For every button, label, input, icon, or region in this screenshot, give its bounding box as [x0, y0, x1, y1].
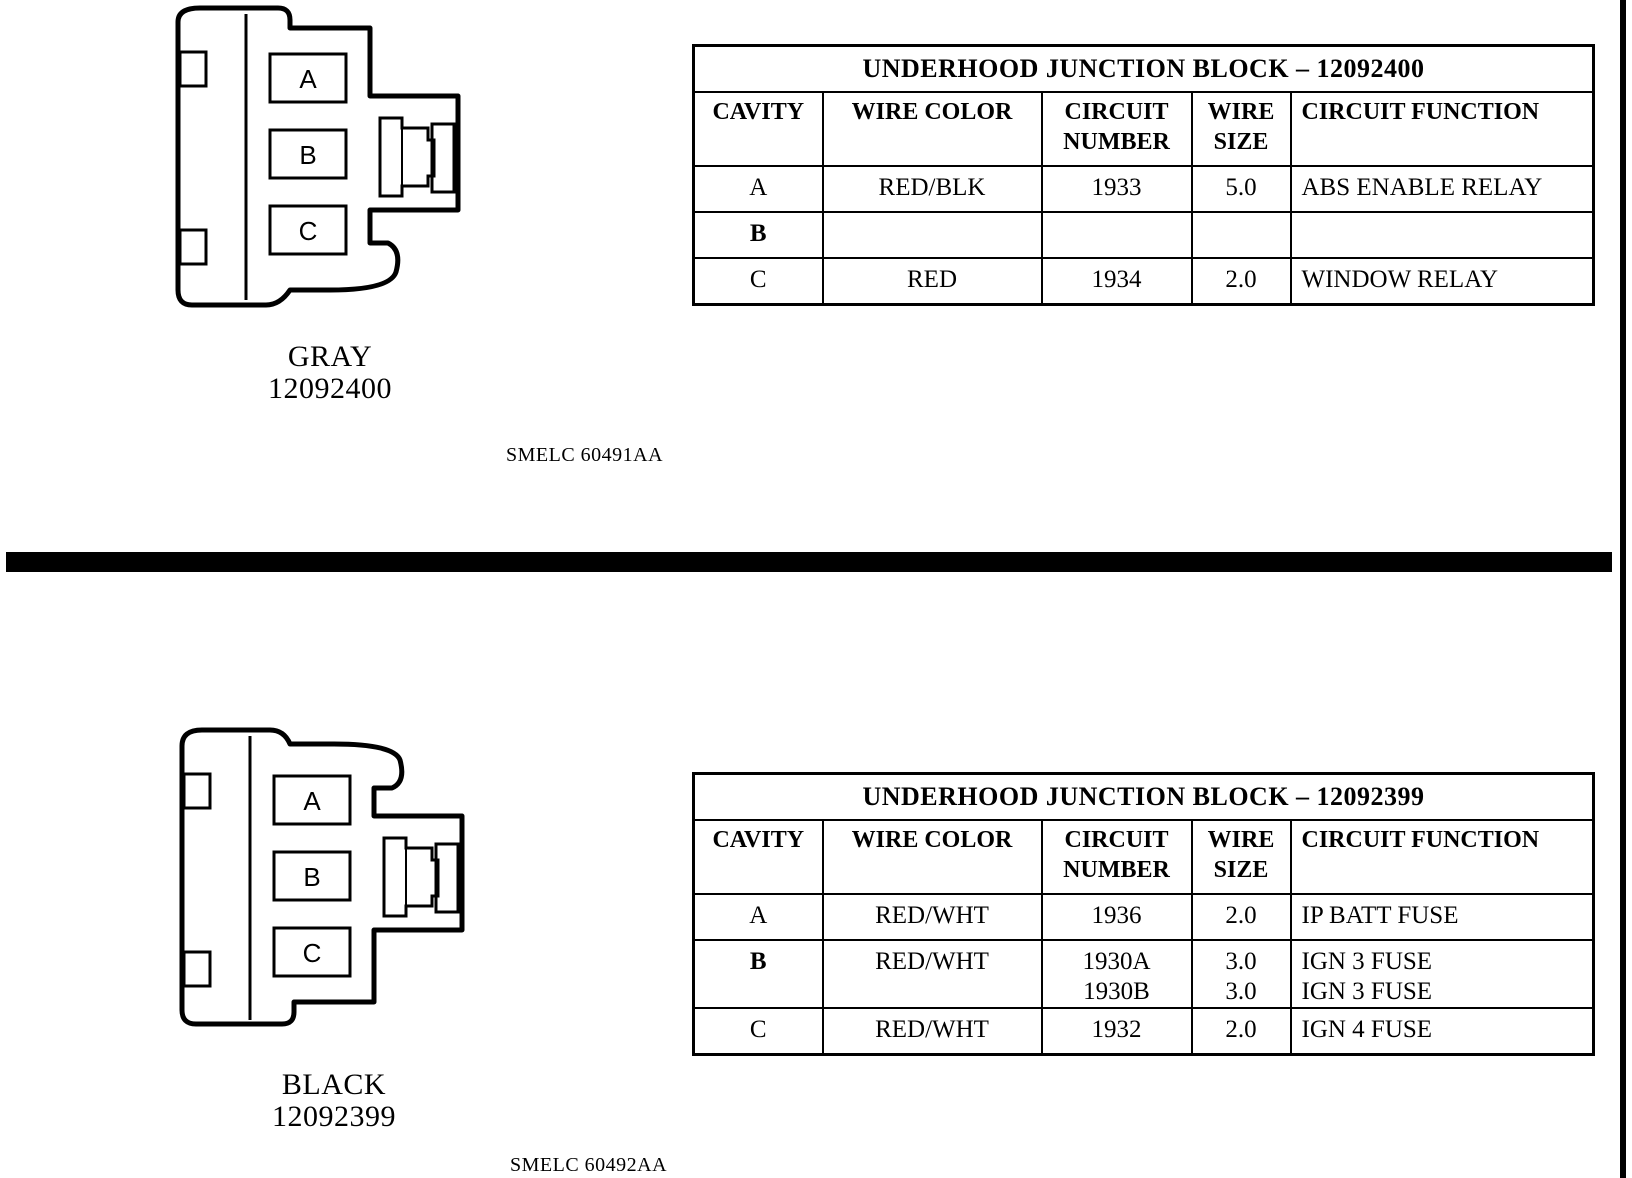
header-circuit-number-line2: NUMBER	[1063, 857, 1170, 883]
cell-wire-color	[821, 211, 1043, 259]
connector-part-number: 12092400	[268, 372, 392, 405]
cell-circuit-function: ABS ENABLE RELAY	[1289, 165, 1595, 213]
cavity-label-c: C	[299, 216, 318, 246]
header-wire-size-line1: WIRE	[1207, 99, 1275, 125]
pinout-table-gray: UNDERHOOD JUNCTION BLOCK – 12092400 CAVI…	[692, 44, 1596, 306]
cavity-label-a: A	[299, 64, 317, 94]
header-wire-color: WIRE COLOR	[821, 91, 1043, 167]
cell-circuit-function: WINDOW RELAY	[1289, 257, 1595, 306]
header-circuit-function: CIRCUIT FUNCTION	[1289, 819, 1595, 895]
cell-wire-size: 2.0	[1190, 257, 1292, 306]
header-circuit-number: CIRCUIT NUMBER	[1040, 91, 1193, 167]
cavity-label-c: C	[303, 938, 322, 968]
cell-circuit-number-line1: 1930A	[1082, 948, 1151, 975]
cavity-label-b: B	[303, 862, 320, 892]
header-circuit-number-line1: CIRCUIT	[1064, 827, 1169, 853]
cell-cavity: A	[692, 165, 824, 213]
cavity-box-a	[272, 774, 352, 826]
cell-cavity-text: B	[749, 220, 767, 247]
connector-face-diagram-black: A B C	[179, 727, 465, 1027]
cell-cavity: A	[692, 893, 824, 941]
cell-circuit-number	[1040, 211, 1193, 259]
cell-circuit-function-line1: IGN 3 FUSE	[1301, 948, 1433, 975]
table-row: A RED/WHT 1936 2.0 IP BATT FUSE	[692, 893, 1595, 941]
cell-wire-color: RED/BLK	[821, 165, 1043, 213]
drawing-id: SMELC 60491AA	[506, 444, 664, 466]
header-wire-size: WIRE SIZE	[1190, 91, 1292, 167]
table-row: B RED/WHT 1930A 1930B 3.0 3.0 IGN 3 FUSE…	[692, 939, 1595, 1009]
cell-cavity-text: B	[749, 948, 767, 975]
cell-circuit-number: 1934	[1040, 257, 1193, 306]
cell-wire-size: 5.0	[1190, 165, 1292, 213]
table-header-row: CAVITY WIRE COLOR CIRCUIT NUMBER WIRE SI…	[692, 91, 1595, 167]
connector-section-black: A B C BLACK 12092399 SMELC 60492AA UNDER…	[0, 727, 1632, 1178]
cavity-label-a: A	[303, 786, 321, 816]
header-circuit-number: CIRCUIT NUMBER	[1040, 819, 1193, 895]
cell-wire-color: RED/WHT	[821, 1007, 1043, 1056]
cell-wire-size: 2.0	[1190, 1007, 1292, 1056]
cell-circuit-number: 1936	[1040, 893, 1193, 941]
cell-wire-size	[1190, 211, 1292, 259]
cell-circuit-function: IP BATT FUSE	[1289, 893, 1595, 941]
header-wire-color: WIRE COLOR	[821, 819, 1043, 895]
header-wire-size-line1: WIRE	[1207, 827, 1275, 853]
header-circuit-number-line1: CIRCUIT	[1064, 99, 1169, 125]
table-row: B	[692, 211, 1595, 259]
table-row: C RED 1934 2.0 WINDOW RELAY	[692, 257, 1595, 306]
cell-circuit-function: IGN 3 FUSE IGN 3 FUSE	[1289, 939, 1595, 1009]
cell-wire-size: 2.0	[1190, 893, 1292, 941]
cavity-label-b: B	[299, 140, 316, 170]
cell-cavity: C	[692, 257, 824, 306]
cavity-box-c	[272, 926, 352, 978]
cell-wire-size-line1: 3.0	[1225, 948, 1257, 975]
cell-circuit-number: 1932	[1040, 1007, 1193, 1056]
cavity-box-c	[268, 204, 348, 256]
cell-circuit-number: 1930A 1930B	[1040, 939, 1193, 1009]
table-title: UNDERHOOD JUNCTION BLOCK – 12092399	[692, 772, 1595, 821]
section-divider	[6, 552, 1612, 572]
cavity-box-b	[268, 128, 348, 180]
cell-cavity: C	[692, 1007, 824, 1056]
drawing-id: SMELC 60492AA	[510, 1154, 668, 1176]
header-wire-size-line2: SIZE	[1213, 857, 1269, 883]
cell-cavity: B	[692, 211, 824, 259]
cell-wire-color: RED/WHT	[821, 893, 1043, 941]
header-wire-size: WIRE SIZE	[1190, 819, 1292, 895]
cell-wire-size: 3.0 3.0	[1190, 939, 1292, 1009]
cavity-box-b	[272, 850, 352, 902]
cell-circuit-number-line2: 1930B	[1083, 978, 1150, 1005]
connector-color-label: BLACK	[281, 1068, 387, 1101]
header-circuit-function: CIRCUIT FUNCTION	[1289, 91, 1595, 167]
cell-circuit-function	[1289, 211, 1595, 259]
cell-cavity: B	[692, 939, 824, 1009]
cell-circuit-number: 1933	[1040, 165, 1193, 213]
header-wire-size-line2: SIZE	[1213, 129, 1269, 155]
cell-wire-size-line2: 3.0	[1225, 978, 1257, 1005]
cavity-box-a	[268, 52, 348, 104]
table-title: UNDERHOOD JUNCTION BLOCK – 12092400	[692, 44, 1595, 93]
table-header-row: CAVITY WIRE COLOR CIRCUIT NUMBER WIRE SI…	[692, 819, 1595, 895]
cell-circuit-function: IGN 4 FUSE	[1289, 1007, 1595, 1056]
connector-face-diagram-gray: A B C	[175, 5, 461, 308]
header-cavity: CAVITY	[692, 91, 824, 167]
cell-circuit-function-line2: IGN 3 FUSE	[1301, 978, 1433, 1005]
connector-section-gray: A B C GRAY 12092400 SMELC 60491AA UNDERH…	[0, 0, 1632, 550]
pinout-table-black: UNDERHOOD JUNCTION BLOCK – 12092399 CAVI…	[692, 772, 1596, 1056]
header-cavity: CAVITY	[692, 819, 824, 895]
table-row: A RED/BLK 1933 5.0 ABS ENABLE RELAY	[692, 165, 1595, 213]
table-row: C RED/WHT 1932 2.0 IGN 4 FUSE	[692, 1007, 1595, 1056]
header-circuit-number-line2: NUMBER	[1063, 129, 1170, 155]
connector-color-label: GRAY	[287, 340, 373, 373]
cell-wire-color: RED/WHT	[821, 939, 1043, 1009]
page-edge-rule	[1620, 0, 1626, 1178]
cell-wire-color: RED	[821, 257, 1043, 306]
connector-part-number: 12092399	[272, 1100, 396, 1133]
